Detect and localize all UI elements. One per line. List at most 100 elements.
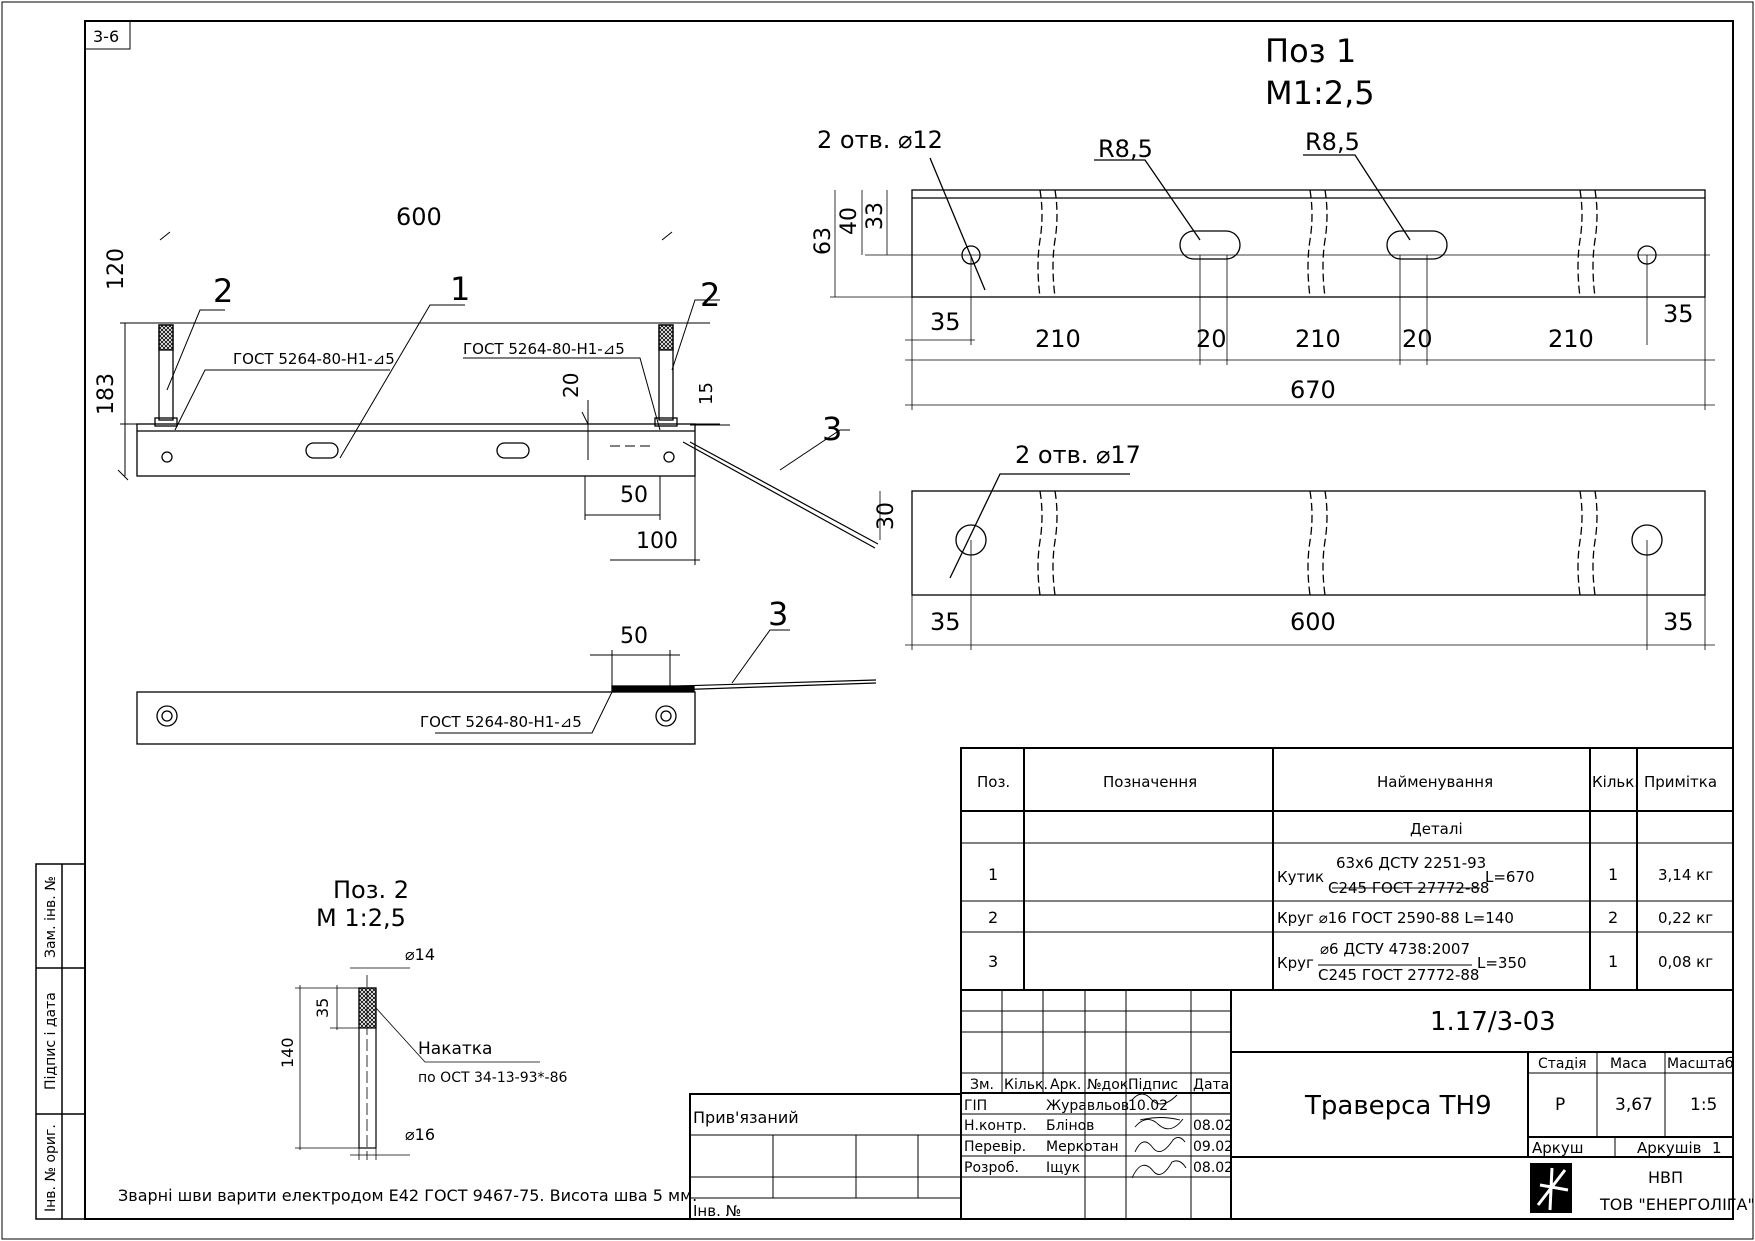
side-stamp-zam: Зам. інв. № bbox=[43, 876, 59, 958]
pos2-d16: ⌀16 bbox=[405, 1125, 435, 1144]
pos1-dim-30: 30 bbox=[874, 502, 899, 530]
dim-100: 100 bbox=[636, 529, 678, 554]
pos1-dim-35-right: 35 bbox=[1663, 300, 1694, 328]
pos1-scale: М1:2,5 bbox=[1265, 74, 1375, 112]
stamp-role-1: ГІП bbox=[964, 1098, 987, 1114]
spec-row3-num: ⌀6 ДСТУ 4738:2007 bbox=[1320, 940, 1470, 958]
stamp-masa: 3,67 bbox=[1615, 1095, 1653, 1115]
stamp-name-2: Блінов bbox=[1046, 1118, 1094, 1134]
pos1-holes17: 2 отв. ⌀17 bbox=[1015, 441, 1141, 469]
spec-row3-suffix: L=350 bbox=[1477, 954, 1527, 972]
pos1-plan-35-right: 35 bbox=[1663, 608, 1694, 636]
stamp-masa-label: Маса bbox=[1610, 1056, 1647, 1072]
title-block bbox=[689, 989, 1734, 1220]
weld-note-left: ГОСТ 5264-80-Н1-⊿5 bbox=[233, 350, 395, 368]
spec-row2-text: Круг ⌀16 ГОСТ 2590-88 L=140 bbox=[1277, 909, 1514, 927]
stamp-code: 1.17/3-03 bbox=[1430, 1007, 1556, 1037]
pos2-dim-140: 140 bbox=[278, 1037, 297, 1068]
stamp-arkushiv-label: Аркушів bbox=[1637, 1139, 1701, 1157]
spec-row3-note: 0,08 кг bbox=[1658, 953, 1713, 971]
stamp-masshtab-label: Масштаб bbox=[1667, 1056, 1734, 1072]
stamp-inv: Інв. № bbox=[693, 1202, 741, 1220]
stamp-col-pidpys: Підпис bbox=[1128, 1077, 1178, 1093]
stamp-date-1: 10.02 bbox=[1128, 1098, 1168, 1114]
spec-row1-suffix: L=670 bbox=[1485, 868, 1535, 886]
dim-50-assembly: 50 bbox=[620, 483, 648, 508]
spec-header-name: Найменування bbox=[1377, 773, 1493, 791]
pos1-title: Поз 1 bbox=[1265, 32, 1356, 70]
stamp-date-3: 09.02 bbox=[1193, 1139, 1233, 1155]
stamp-date-2: 08.02 bbox=[1193, 1118, 1233, 1134]
pos1-plan-35-left: 35 bbox=[930, 608, 961, 636]
stamp-org-line2: ТОВ "ЕНЕРГОЛІГА" bbox=[1599, 1195, 1755, 1214]
pos1-seg1: 210 bbox=[1035, 325, 1081, 353]
pos1-gap2: 20 bbox=[1402, 325, 1433, 353]
pos2-knurl: Накатка bbox=[418, 1039, 492, 1059]
spec-section: Деталі bbox=[1410, 820, 1463, 838]
spec-row2-qty: 2 bbox=[1608, 908, 1618, 927]
pos2-knurl-std: по ОСТ 34-13-93*-86 bbox=[418, 1070, 567, 1086]
weld-note-right: ГОСТ 5264-80-Н1-⊿5 bbox=[463, 340, 625, 358]
side-stamp-pidpys: Підпис і дата bbox=[43, 992, 59, 1090]
stamp-col-dok: №док. bbox=[1087, 1077, 1133, 1093]
stamp-date-4: 08.02 bbox=[1193, 1160, 1233, 1176]
pos2-scale: М 1:2,5 bbox=[316, 904, 406, 932]
pos1-dim-40: 40 bbox=[837, 207, 862, 235]
dim-600-assembly: 600 bbox=[396, 203, 442, 231]
spec-row2-pos: 2 bbox=[988, 908, 998, 927]
pos2-d14: ⌀14 bbox=[405, 945, 435, 964]
pos1-elevation bbox=[830, 154, 1715, 410]
stamp-col-zm: Зм. bbox=[970, 1077, 994, 1093]
pos1-dim-33: 33 bbox=[863, 202, 888, 230]
spec-header-designation: Позначення bbox=[1103, 773, 1197, 791]
stamp-org-line1: НВП bbox=[1648, 1168, 1683, 1187]
pos1-dim-35-left: 35 bbox=[930, 308, 961, 336]
spec-row3-den: С245 ГОСТ 27772-88 bbox=[1318, 966, 1479, 984]
dim-15: 15 bbox=[696, 382, 717, 405]
stamp-name-3: Меркотан bbox=[1046, 1139, 1119, 1155]
side-stamp bbox=[35, 863, 86, 1220]
pos-label-3-plan: 3 bbox=[768, 595, 788, 633]
spec-row3-prefix: Круг bbox=[1277, 954, 1314, 972]
dim-120: 120 bbox=[104, 248, 129, 290]
spec-row3-qty: 1 bbox=[1608, 952, 1618, 971]
corner-label: 3-6 bbox=[93, 27, 119, 46]
pos1-plan bbox=[879, 473, 1715, 650]
pos2-dim-35: 35 bbox=[313, 998, 332, 1018]
pos-label-3: 3 bbox=[822, 410, 842, 448]
stamp-name-1: Журавльов bbox=[1046, 1098, 1129, 1114]
stamp-col-data: Дата bbox=[1193, 1077, 1229, 1093]
spec-row1-note: 3,14 кг bbox=[1658, 866, 1713, 884]
assembly-plan bbox=[136, 629, 877, 745]
company-logo bbox=[1530, 1163, 1572, 1213]
spec-row1-den: С245 ГОСТ 27772-88 bbox=[1328, 879, 1489, 897]
dim-50-plan: 50 bbox=[620, 624, 648, 649]
pos1-seg2: 210 bbox=[1295, 325, 1341, 353]
stamp-title: Траверса ТН9 bbox=[1304, 1091, 1492, 1121]
spec-row2-note: 0,22 кг bbox=[1658, 909, 1713, 927]
stamp-stadia: Р bbox=[1555, 1095, 1565, 1115]
pos1-seg3: 210 bbox=[1548, 325, 1594, 353]
spec-row1-qty: 1 bbox=[1608, 865, 1618, 884]
spec-table bbox=[960, 747, 1734, 991]
stamp-col-ark: Арк. bbox=[1050, 1077, 1081, 1093]
dim-183: 183 bbox=[94, 373, 119, 415]
spec-row1-pos: 1 bbox=[988, 865, 998, 884]
stamp-role-2: Н.контр. bbox=[964, 1118, 1027, 1134]
stamp-privyazanyi: Прив'язаний bbox=[693, 1108, 799, 1127]
weld-note-plan: ГОСТ 5264-80-Н1-⊿5 bbox=[420, 713, 582, 731]
stamp-name-4: Іщук bbox=[1046, 1160, 1080, 1176]
stamp-arkush-label: Аркуш bbox=[1532, 1139, 1583, 1157]
weld-note: Зварні шви варити електродом Е42 ГОСТ 94… bbox=[118, 1186, 697, 1205]
side-stamp-inv: Інв. № ориг. bbox=[43, 1124, 59, 1212]
stamp-stadia-label: Стадія bbox=[1538, 1056, 1587, 1072]
pos2-title: Поз. 2 bbox=[333, 876, 409, 904]
pos-label-2-left: 2 bbox=[213, 272, 233, 310]
pos2-drawing bbox=[295, 967, 540, 1160]
pos1-holes12: 2 отв. ⌀12 bbox=[817, 126, 943, 154]
stamp-masshtab: 1:5 bbox=[1690, 1095, 1717, 1115]
pos1-r-left: R8,5 bbox=[1098, 135, 1153, 163]
pos1-gap1: 20 bbox=[1196, 325, 1227, 353]
